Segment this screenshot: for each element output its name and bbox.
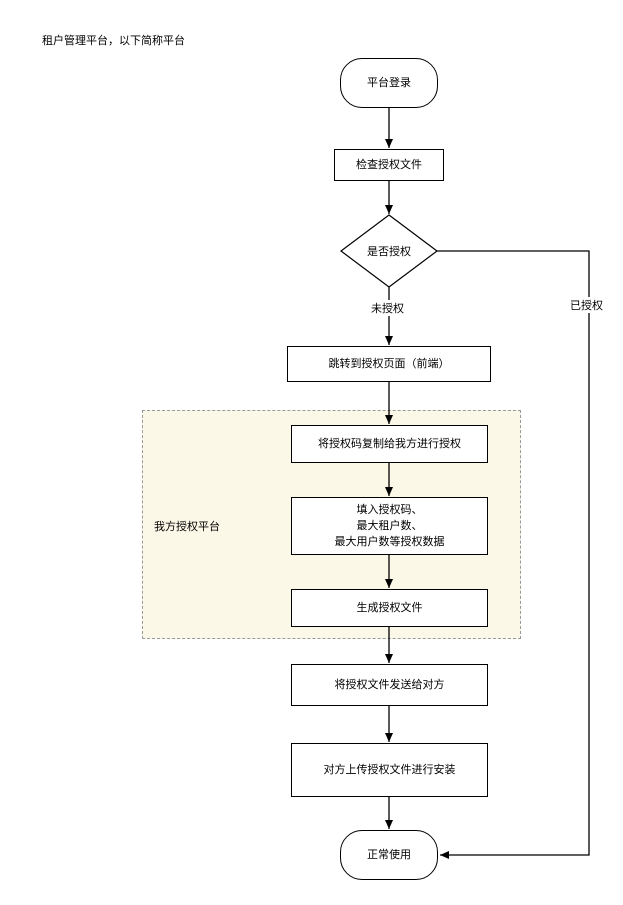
node-jump-to-auth-page: 跳转到授权页面（前端） — [287, 346, 491, 382]
node-upload-and-install: 对方上传授权文件进行安装 — [291, 743, 488, 797]
node-label: 跳转到授权页面（前端） — [328, 357, 450, 370]
decision-label: 是否授权 — [367, 245, 411, 258]
node-label-line-1: 填入授权码、 — [356, 503, 423, 516]
node-label: 对方上传授权文件进行安装 — [323, 763, 456, 776]
node-label: 检查授权文件 — [356, 158, 422, 171]
node-label: 平台登录 — [367, 76, 411, 89]
node-generate-license-file: 生成授权文件 — [291, 589, 488, 627]
node-label: 将授权文件发送给对方 — [334, 678, 445, 691]
node-platform-login: 平台登录 — [340, 58, 438, 108]
node-check-license-file: 检查授权文件 — [334, 149, 444, 181]
node-fill-auth-data: 填入授权码、 最大租户数、 最大用户数等授权数据 — [291, 497, 488, 555]
edge-label-unauthorized: 未授权 — [369, 300, 406, 316]
edge-label-authorized: 已授权 — [568, 297, 605, 313]
node-label: 将授权码复制给我方进行授权 — [318, 437, 461, 450]
edge-authorized-to-normal — [436, 250, 590, 859]
node-label-line-2: 最大租户数、 — [356, 519, 423, 532]
group-label: 我方授权平台 — [154, 520, 220, 533]
node-label: 生成授权文件 — [356, 601, 423, 614]
node-copy-auth-code: 将授权码复制给我方进行授权 — [291, 425, 488, 463]
node-send-license-file: 将授权文件发送给对方 — [291, 664, 488, 706]
node-normal-use: 正常使用 — [340, 830, 438, 880]
node-label: 正常使用 — [367, 848, 411, 861]
decision-diamond — [340, 214, 438, 288]
diagram-note: 租户管理平台，以下简称平台 — [42, 34, 185, 47]
node-label-line-3: 最大用户数等授权数据 — [334, 535, 445, 548]
